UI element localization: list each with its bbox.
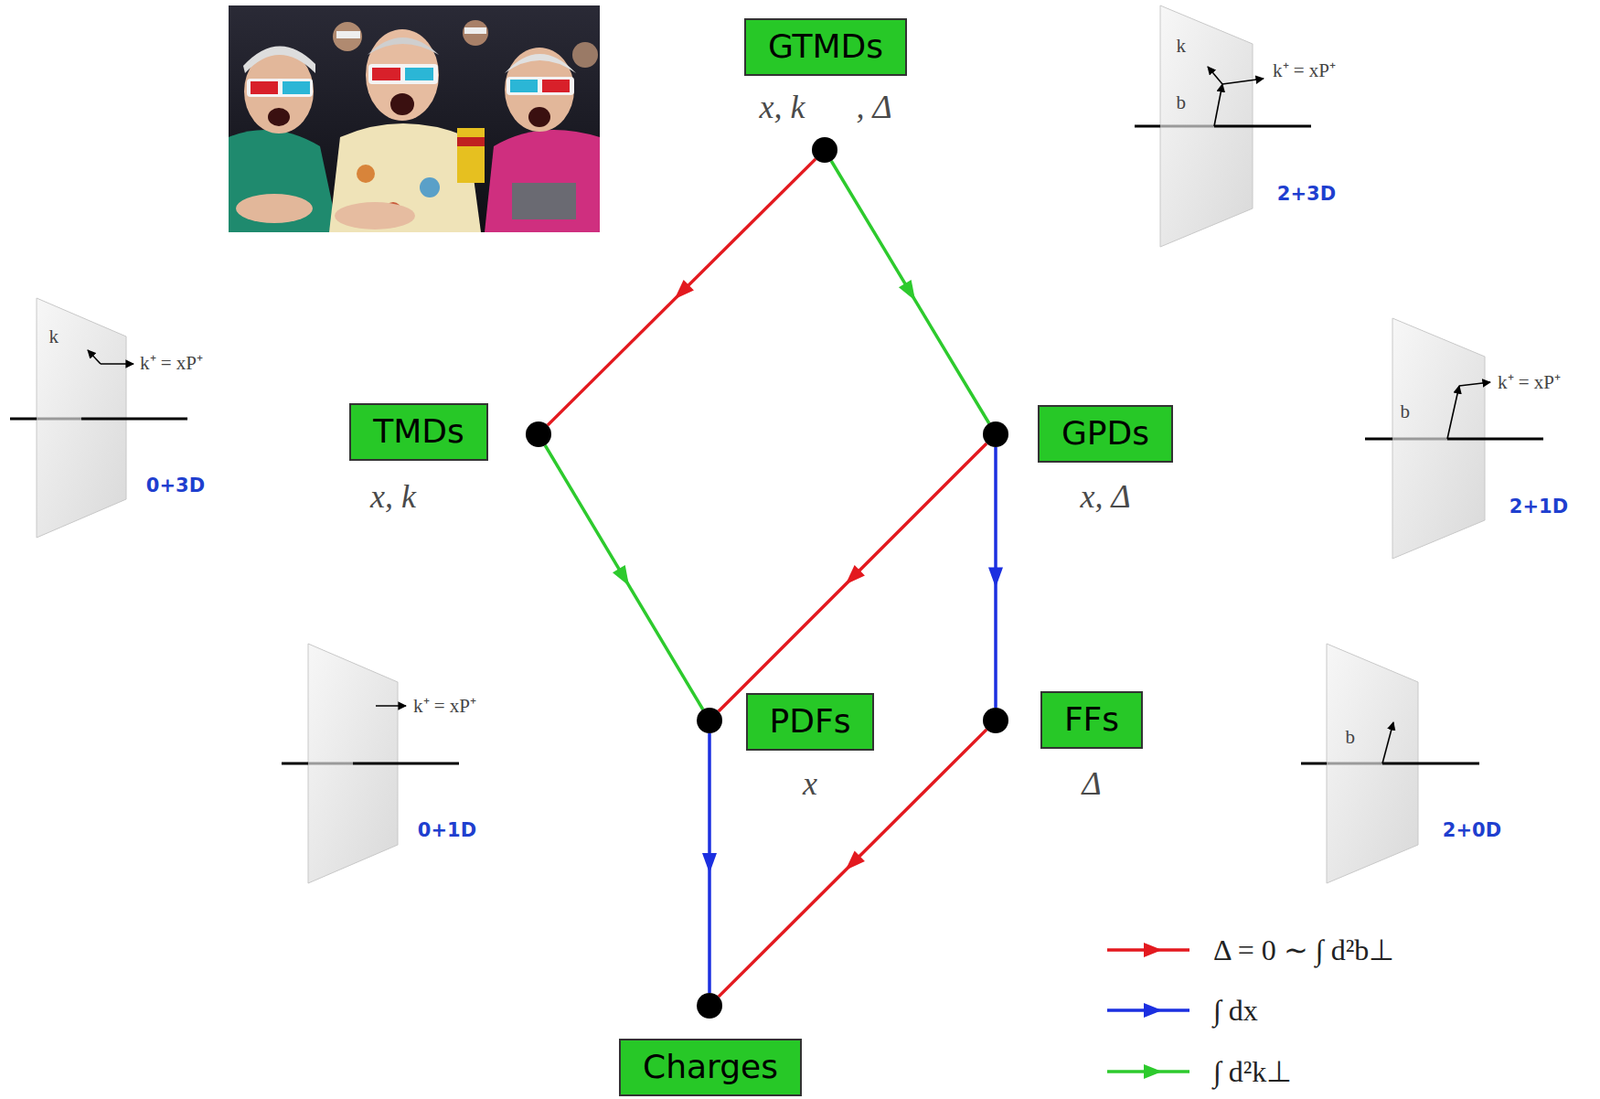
variables-text: x, k⃗⊥, Δ: [758, 87, 892, 127]
arrowhead: [988, 567, 1003, 588]
node-group: GPDsx, Δ: [1037, 405, 1174, 463]
legend-row: ∫ dx: [1107, 992, 1259, 1029]
math-label: b⃗⊥: [1399, 400, 1440, 424]
label-box: PDFs: [746, 693, 875, 751]
dimension-label: 2+1D: [1509, 495, 1568, 518]
math-label: b⃗⊥: [1344, 725, 1385, 749]
legend-text: Δ = 0 ∼ ∫ d²b⊥: [1213, 932, 1395, 968]
cinema-photo: [228, 5, 600, 233]
label-box: GTMDs: [744, 18, 907, 76]
dimension-label: 2+3D: [1277, 182, 1336, 205]
dimension-label: 2+0D: [1442, 819, 1502, 842]
dimension-label: 0+3D: [146, 474, 205, 497]
variables-text: Δ: [1081, 764, 1101, 803]
math-label: k⃗⊥: [48, 325, 88, 349]
arrowhead: [612, 565, 630, 587]
junction-dot: [696, 992, 723, 1019]
variables-text: x: [802, 764, 818, 803]
flow-connector: [547, 159, 816, 426]
arrowhead: [845, 565, 865, 585]
node-group: PDFsx: [746, 693, 875, 751]
label-box: Charges: [618, 1038, 802, 1097]
junction-dot: [982, 421, 1009, 448]
arrowhead: [845, 851, 865, 871]
swatch-arrowhead: [1143, 942, 1163, 958]
plane-figure: [10, 298, 188, 538]
math-label: k⁺ = xP⁺: [1272, 56, 1336, 83]
node-group: FFsΔ: [1040, 691, 1143, 749]
math-label: k⁺ = xP⁺: [139, 349, 203, 375]
plane-figure: [1365, 318, 1544, 559]
flow-connector: [718, 443, 987, 712]
connector-line: [544, 445, 704, 710]
flow-connector: [718, 729, 987, 997]
legend-swatch: [1107, 1060, 1190, 1083]
variables-text: x, Δ: [1079, 477, 1131, 516]
arrowhead: [674, 279, 694, 299]
math-label: k⁺ = xP⁺: [1497, 368, 1561, 395]
legend-swatch: [1107, 938, 1190, 961]
dimension-label: 0+1D: [417, 819, 477, 842]
legend-swatch: [1107, 999, 1190, 1022]
junction-dot: [696, 707, 723, 734]
legend-row: ∫ d²k⊥: [1107, 1053, 1292, 1090]
flow-connector: [544, 445, 704, 710]
plane-figure: [1301, 643, 1480, 884]
flow-connector: [831, 160, 990, 424]
flow-connector: [988, 447, 1003, 708]
junction-dot: [982, 707, 1009, 734]
label-box: GPDs: [1037, 405, 1174, 463]
math-label: b⃗⊥: [1175, 91, 1216, 115]
arrowhead: [702, 853, 717, 874]
plane-figure: [1134, 5, 1312, 247]
connector-line: [718, 729, 987, 997]
label-box: TMDs: [349, 403, 489, 461]
flow-connector: [702, 733, 717, 993]
swatch-arrowhead: [1143, 1064, 1163, 1079]
node-group: TMDsx, k⃗⊥: [349, 403, 489, 461]
swatch-arrowhead: [1143, 1002, 1163, 1018]
variables-text: x, k⃗⊥: [370, 477, 468, 516]
node-group: Charges: [618, 1038, 802, 1097]
connector-line: [831, 160, 990, 424]
connector-line: [718, 443, 987, 712]
label-box: FFs: [1040, 691, 1143, 749]
junction-dot: [525, 421, 552, 448]
legend-row: Δ = 0 ∼ ∫ d²b⊥: [1107, 931, 1395, 969]
legend-text: ∫ d²k⊥: [1213, 1054, 1292, 1089]
connector-line: [547, 159, 816, 426]
math-label: k⁺ = xP⁺: [413, 692, 477, 718]
plane-figure: [281, 643, 459, 884]
arrowhead: [898, 279, 916, 301]
junction-dot: [811, 137, 838, 163]
legend-text: ∫ dx: [1213, 993, 1259, 1028]
math-label: k⃗⊥: [1175, 34, 1216, 58]
node-group: GTMDsx, k⃗⊥, Δ: [744, 18, 907, 76]
